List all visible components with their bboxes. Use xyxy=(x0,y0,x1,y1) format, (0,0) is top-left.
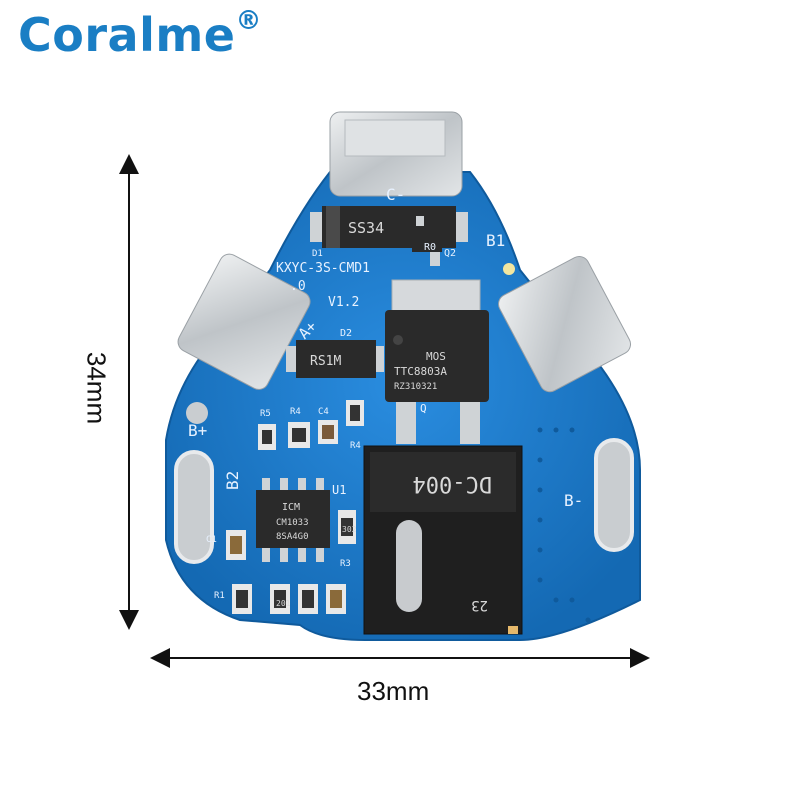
diode-d2: RS1M xyxy=(286,340,384,378)
brand-logo: Coralme® xyxy=(18,5,262,62)
label-model: KXYC-3S-CMD1 xyxy=(276,261,370,276)
via-dots xyxy=(537,427,591,623)
transistor-q2 xyxy=(412,216,442,266)
label-r4: R4 xyxy=(350,441,361,451)
label-revision: V1.2 xyxy=(328,295,359,310)
test-pad xyxy=(503,263,515,275)
dc-connector-code: 23 xyxy=(471,597,488,613)
ic-u1: ICM CM1033 8SA4G0 xyxy=(256,478,330,562)
metal-tab-left xyxy=(177,253,311,390)
mosfet-marking-3: RZ310321 xyxy=(394,382,437,392)
solder-slot-b-minus xyxy=(594,438,634,552)
dc-connector-model: DC-004 xyxy=(413,471,492,496)
mounting-hole xyxy=(186,402,208,424)
width-dimension-label: 33mm xyxy=(357,676,430,706)
ic-marking-3: 8SA4G0 xyxy=(276,532,309,542)
diode-d1-marking: SS34 xyxy=(348,219,384,237)
label-c4: C4 xyxy=(318,407,329,417)
ic-marking-1: ICM xyxy=(282,502,300,513)
label-r3: R3 xyxy=(340,559,351,569)
mosfet-q: MOS TTC8803A RZ310321 xyxy=(385,279,489,444)
diode-d2-marking: RS1M xyxy=(310,354,341,369)
label-b-minus: B- xyxy=(564,491,583,510)
label-b1: B1 xyxy=(486,231,505,250)
label-r0: R0 xyxy=(424,242,436,253)
mosfet-marking-1: MOS xyxy=(426,350,446,363)
resistor-marking-2: 302 xyxy=(342,525,357,534)
diode-d1: SS34 xyxy=(310,206,468,248)
dc-connector: DC-004 23 xyxy=(363,445,523,635)
label-b2: B2 xyxy=(223,471,242,490)
mosfet-marking-2: TTC8803A xyxy=(394,365,447,378)
smd-passives: 201 302 xyxy=(226,400,364,614)
ic-marking-2: CM1033 xyxy=(276,518,309,528)
label-u1: U1 xyxy=(332,483,346,497)
label-c1: C1 xyxy=(206,535,217,545)
label-b-plus: B+ xyxy=(188,421,207,440)
label-q: Q xyxy=(420,402,427,415)
label-q2: Q2 xyxy=(444,248,456,259)
label-r5: R5 xyxy=(260,409,271,419)
label-d1: D1 xyxy=(312,249,323,259)
label-r4-top: R4 xyxy=(290,407,301,417)
metal-tab-right xyxy=(498,255,632,393)
resistor-marking: 201 xyxy=(276,599,291,608)
solder-slot-b2 xyxy=(174,450,214,564)
label-d2: D2 xyxy=(340,328,352,339)
label-c-minus: C- xyxy=(386,185,405,204)
height-dimension-label: 34mm xyxy=(81,351,112,425)
label-r1: R1 xyxy=(214,591,225,601)
label-rev-fragment: .0 xyxy=(290,279,306,294)
metal-tab-top xyxy=(329,111,463,197)
